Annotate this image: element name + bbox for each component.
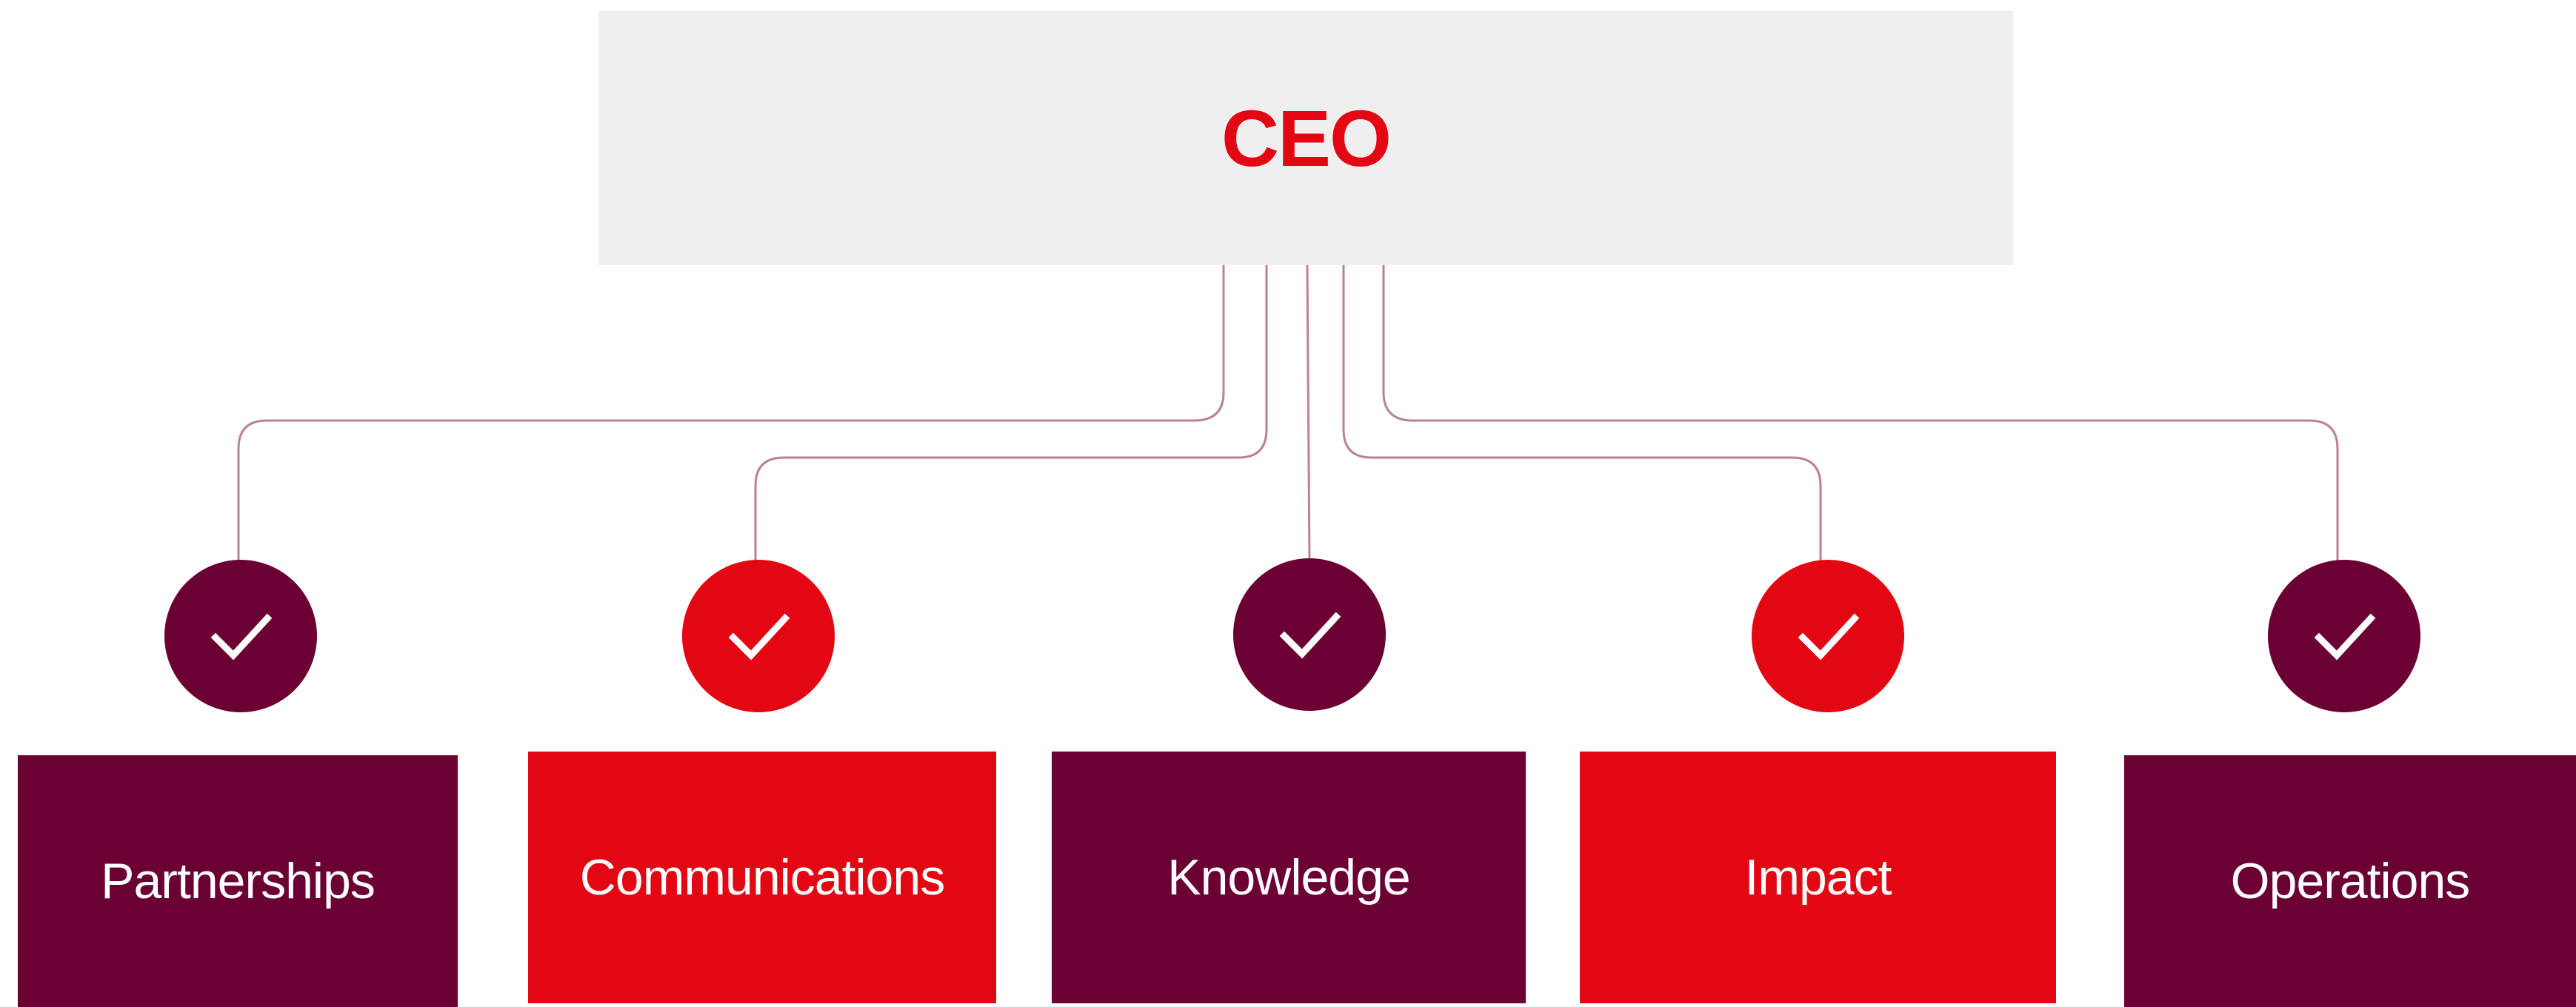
checkmark-icon [1279,612,1341,659]
checkmark-icon [1798,613,1860,660]
ceo-box: CEO [598,11,2013,265]
check-circle-partnerships [164,560,317,712]
check-circle-operations [2268,560,2420,712]
connector-partnerships [237,265,1225,563]
connector-operations [1382,265,2339,563]
dept-box-knowledge: Knowledge [1052,752,1526,1003]
check-circle-communications [682,560,835,712]
dept-box-impact: Impact [1580,752,2056,1003]
checkmark-icon [210,613,273,660]
connector-knowledge [1306,264,1311,563]
check-circle-impact [1752,560,1904,712]
check-circle-knowledge [1233,558,1386,711]
connector-communications [754,265,1268,563]
dept-label: Impact [1744,849,1892,906]
dept-label: Operations [2230,853,2471,909]
dept-label: Knowledge [1167,849,1410,906]
connector-impact [1342,265,1822,563]
dept-box-operations: Operations [2124,755,2576,1007]
dept-box-partnerships: Partnerships [18,755,458,1007]
checkmark-icon [728,613,790,660]
ceo-label: CEO [1221,93,1392,183]
checkmark-icon [2314,613,2376,660]
dept-label: Partnerships [101,853,376,909]
dept-label: Communications [579,849,945,906]
dept-box-communications: Communications [528,752,996,1003]
